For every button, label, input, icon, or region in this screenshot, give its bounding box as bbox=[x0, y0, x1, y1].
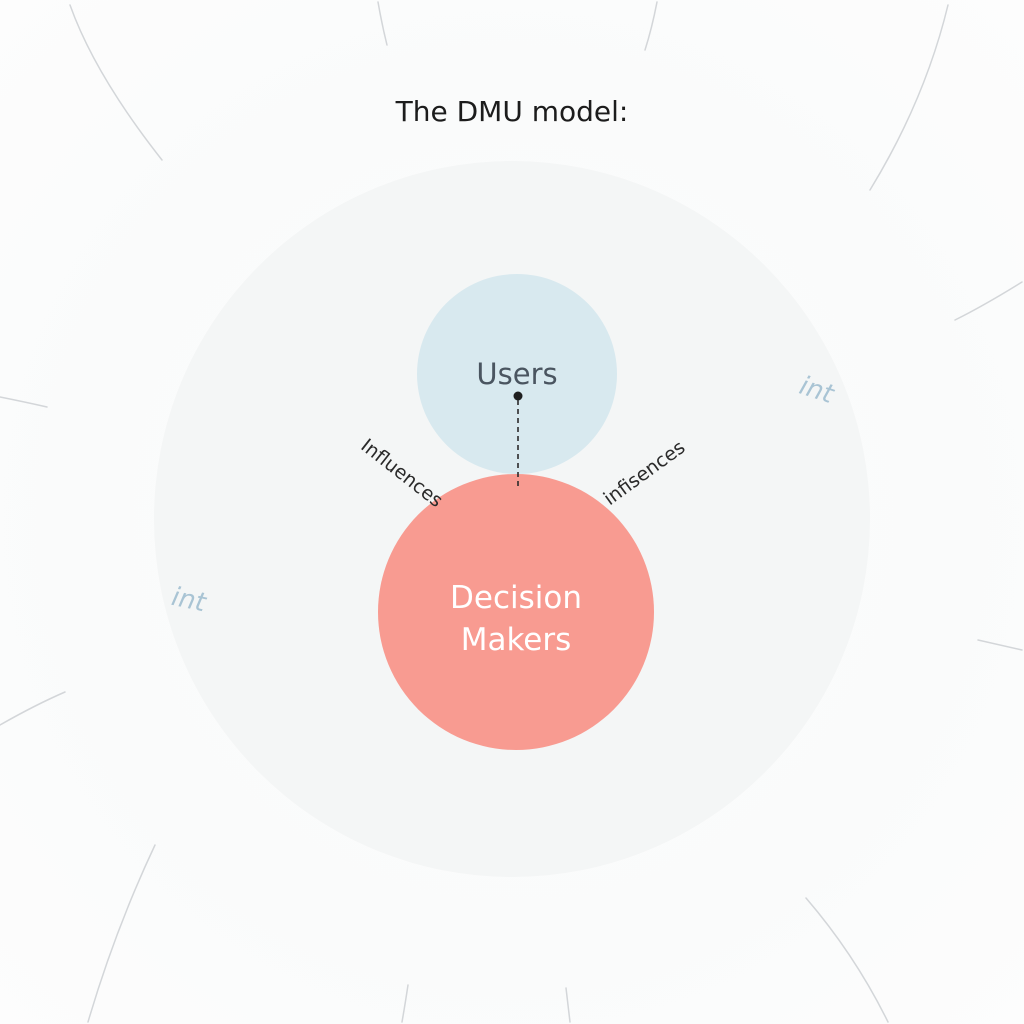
decor-line bbox=[805, 897, 889, 1023]
decision-makers-node bbox=[378, 474, 654, 750]
users-node bbox=[417, 274, 617, 474]
decor-line bbox=[401, 984, 409, 1023]
decor-line bbox=[377, 1, 388, 46]
decision-makers-label-line1: Decision bbox=[450, 580, 582, 616]
connector-dot bbox=[513, 391, 523, 401]
users-to-decision-makers-connector bbox=[513, 391, 523, 488]
decor-line bbox=[644, 1, 658, 51]
decor-line bbox=[869, 4, 949, 191]
decor-line bbox=[0, 691, 66, 726]
decor-line bbox=[69, 4, 163, 161]
decor-line bbox=[87, 844, 156, 1023]
decor-line bbox=[0, 396, 48, 408]
decor-line bbox=[565, 987, 571, 1023]
decision-makers-label-line2: Makers bbox=[461, 622, 572, 658]
decor-line bbox=[954, 281, 1023, 321]
diagram-title: The DMU model: bbox=[395, 95, 629, 128]
users-label: Users bbox=[476, 357, 557, 391]
faint-label-left: int bbox=[169, 582, 209, 619]
decor-line bbox=[977, 639, 1023, 651]
